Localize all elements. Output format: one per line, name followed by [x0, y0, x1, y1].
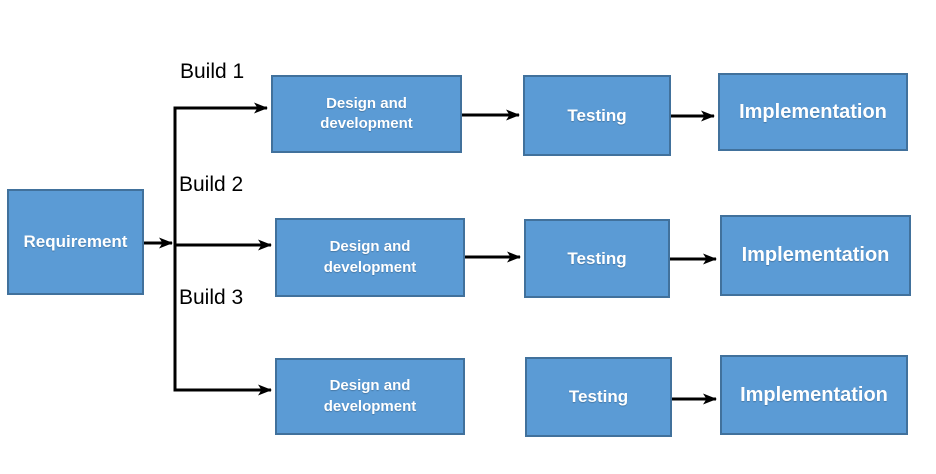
build2-implementation-label: Implementation [741, 244, 890, 266]
requirement-label: Requirement [23, 232, 128, 251]
build3-label: Build 3 [179, 286, 244, 309]
build1-implementation-box: Implementation [718, 73, 908, 151]
build3-testing-label: Testing [568, 387, 629, 406]
build2-testing-box: Testing [524, 219, 670, 298]
build1-implementation-label: Implementation [739, 100, 887, 123]
build3-design-box: Design and development [275, 358, 465, 435]
build2-design-box: Design and development [275, 218, 465, 297]
build1-testing-label: Testing [567, 105, 627, 125]
build3-testing-box: Testing [525, 357, 672, 437]
build1-design-box: Design and development [271, 75, 462, 153]
build2-implementation-box: Implementation [720, 215, 911, 296]
requirement-box: Requirement [7, 189, 144, 295]
build3-design-label: Design and development [323, 377, 417, 415]
build1-label: Build 1 [180, 60, 245, 83]
build1-design-label: Design and development [320, 94, 413, 132]
build1-testing-box: Testing [523, 75, 671, 156]
build2-testing-label: Testing [567, 248, 627, 268]
build2-label: Build 2 [179, 173, 244, 196]
build3-implementation-label: Implementation [740, 383, 888, 406]
build3-implementation-box: Implementation [720, 355, 908, 435]
build2-design-label: Design and development [323, 238, 417, 276]
